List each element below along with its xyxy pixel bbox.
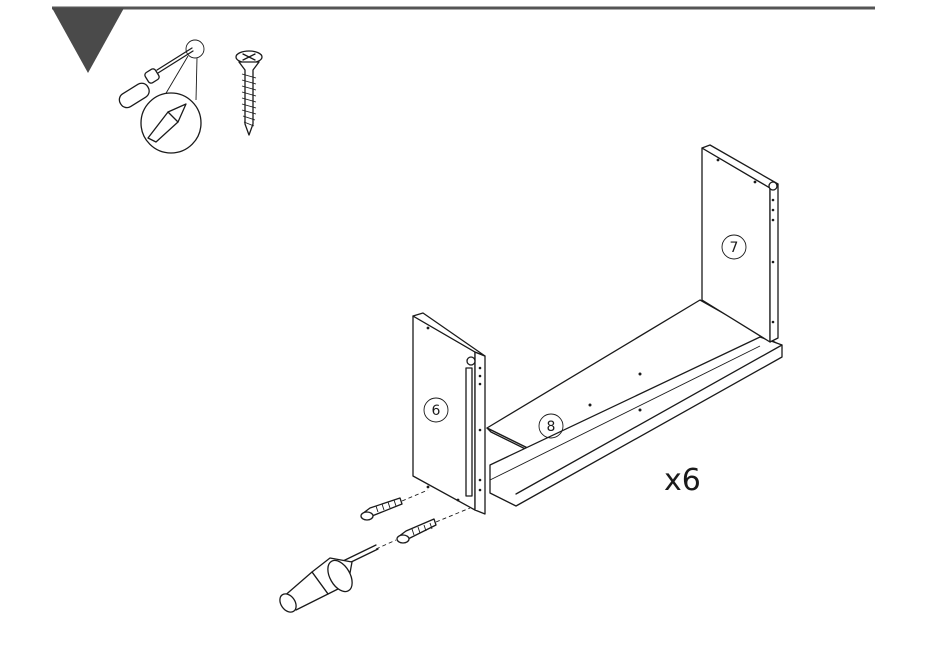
quantity-label: x6 xyxy=(664,463,701,498)
screwdriver-in-use-icon xyxy=(277,540,396,615)
bottom-panel-8 xyxy=(487,300,782,506)
screw-upper xyxy=(361,490,428,520)
part-number-8: 8 xyxy=(547,419,556,435)
phillips-screwdriver-icon xyxy=(117,40,204,153)
step-marker-triangle xyxy=(52,8,124,73)
part-number-6: 6 xyxy=(432,403,441,419)
side-panel-6 xyxy=(413,313,485,514)
part-number-7: 7 xyxy=(730,240,739,256)
wood-screw-icon xyxy=(236,51,262,135)
screw-lower xyxy=(397,508,470,543)
